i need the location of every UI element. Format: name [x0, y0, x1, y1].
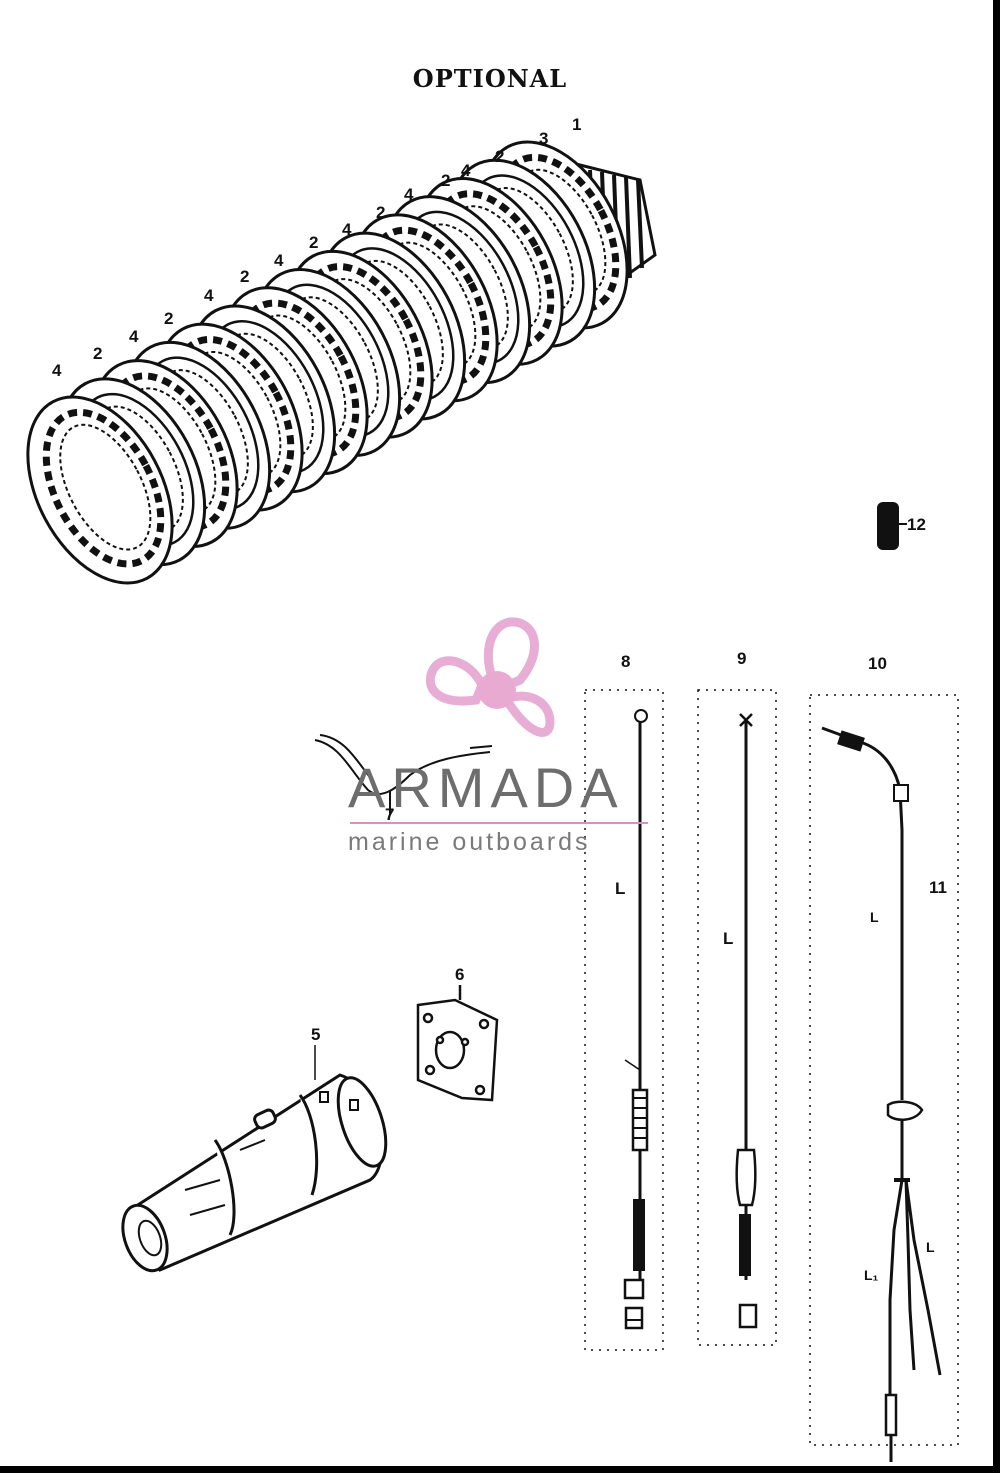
callout-2: 2 [495, 147, 505, 166]
callout-4: 4 [52, 361, 62, 380]
friction-plate [26, 395, 174, 585]
callout-2: 2 [164, 309, 174, 328]
callout-2: 2 [376, 203, 386, 222]
cable-10-11 [809, 694, 959, 1462]
length-label-L: L [870, 909, 879, 925]
callout-11: 11 [929, 878, 947, 897]
watermark-divider [350, 822, 648, 824]
frame-right-edge [993, 0, 1000, 1473]
callout-5: 5 [311, 1025, 321, 1044]
length-label-L: L [926, 1239, 935, 1255]
callout-9: 9 [737, 649, 747, 668]
part-7-wire [314, 734, 493, 815]
callout-12: 12 [907, 515, 926, 534]
callout-3: 3 [539, 129, 549, 148]
clutch-plate-stack [26, 140, 657, 585]
length-label-L: L [615, 879, 626, 898]
callout-10: 10 [868, 654, 887, 673]
part-5-sleeve [121, 1045, 388, 1273]
part-12-clip [877, 502, 907, 550]
callout-8: 8 [621, 652, 631, 671]
callout-2: 2 [93, 344, 103, 363]
watermark-tagline: marine outboards [348, 828, 591, 856]
clutch-plates [26, 140, 629, 585]
watermark-brand: ARMADA [348, 756, 624, 819]
callout-1: 1 [572, 115, 582, 134]
part-6-mounting-plate [416, 985, 499, 1102]
length-label-L: L [723, 929, 734, 948]
callout-4: 4 [342, 220, 352, 239]
cable-9 [697, 689, 777, 1346]
callout-7: 7 [385, 805, 395, 824]
callout-2: 2 [240, 267, 250, 286]
length-label-L1: L₁ [864, 1267, 879, 1283]
callout-4: 4 [404, 185, 414, 204]
callout-6: 6 [455, 965, 465, 984]
callout-4: 4 [204, 286, 214, 305]
frame-bottom-edge [0, 1466, 1000, 1473]
callout-4: 4 [274, 251, 284, 270]
callout-4: 4 [129, 327, 139, 346]
callout-2: 2 [309, 233, 319, 252]
armada-propeller-logo-icon [425, 617, 555, 737]
callout-2: 2 [441, 171, 451, 190]
callout-4: 4 [461, 161, 471, 180]
cable-8 [584, 689, 664, 1351]
diagram-title: OPTIONAL [412, 64, 568, 93]
